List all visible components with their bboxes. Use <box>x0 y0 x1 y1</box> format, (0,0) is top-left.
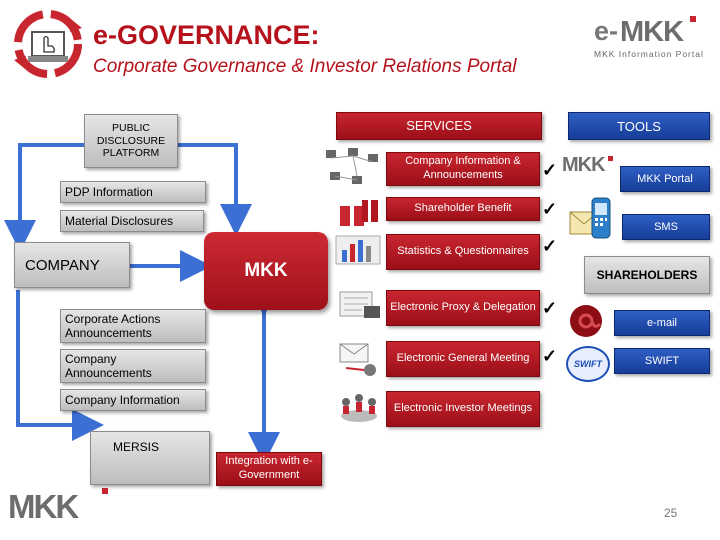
mkk-portal-box: MKK Portal <box>620 166 710 192</box>
brand-dot <box>690 16 696 22</box>
company-label: COMPANY <box>25 256 100 274</box>
service-label: Electronic Proxy & Delegation <box>390 301 536 314</box>
network-people-icon <box>326 148 378 184</box>
service-label: Shareholder Benefit <box>414 202 512 215</box>
email-at-icon <box>570 305 602 337</box>
mkk-hub-label: MKK <box>244 260 288 281</box>
mkk-portal-logo-dot <box>608 156 613 161</box>
corporate-actions-box: Corporate Actions Announcements <box>60 309 206 343</box>
service-label: Electronic General Meeting <box>396 352 530 365</box>
check-icon: ✓ <box>542 236 558 256</box>
check-icon: ✓ <box>542 199 558 219</box>
services-header-label: SERVICES <box>406 117 472 133</box>
mkk-portal-label: MKK Portal <box>637 173 693 185</box>
corporate-actions-label: Corporate Actions Announcements <box>65 311 161 340</box>
service-statistics: Statistics & Questionnaires <box>386 234 540 270</box>
service-label: Company Information & Announcements <box>405 155 521 181</box>
material-disclosures-label: Material Disclosures <box>65 214 174 228</box>
service-shareholder-benefit: Shareholder Benefit <box>386 197 540 221</box>
service-electronic-proxy: Electronic Proxy & Delegation <box>386 290 540 326</box>
page-number: 25 <box>664 506 678 520</box>
mobile-phone-icon <box>569 197 611 239</box>
company-announcements-label: Company Announcements <box>65 351 152 380</box>
delegation-document-icon <box>339 291 380 318</box>
tools-header-label: TOOLS <box>617 118 661 134</box>
company-information-label: Company Information <box>65 393 180 407</box>
email-box: e-mail <box>614 310 710 336</box>
gift-icon <box>340 200 378 226</box>
check-icon: ✓ <box>542 160 558 180</box>
check-icon: ✓ <box>542 346 558 366</box>
service-electronic-investor-meetings: Electronic Investor Meetings <box>386 391 540 427</box>
sms-label: SMS <box>654 221 678 233</box>
service-label: Statistics & Questionnaires <box>397 245 529 258</box>
sms-box: SMS <box>622 214 710 240</box>
swift-label: SWIFT <box>644 355 680 367</box>
service-company-info: Company Information & Announcements <box>386 152 540 186</box>
swift-logo-text: SWIFT <box>574 359 602 369</box>
page-subtitle: Corporate Governance & Investor Relation… <box>93 56 517 77</box>
tools-header: TOOLS <box>568 112 710 140</box>
pdp-information-box: PDP Information <box>60 181 206 203</box>
footer-logo-text: MKK <box>8 488 79 525</box>
material-disclosures-box: Material Disclosures <box>60 210 204 232</box>
shareholders-box: SHAREHOLDERS <box>584 256 710 294</box>
page-title: e-GOVERNANCE: <box>93 20 320 50</box>
statistics-chart-icon <box>335 235 381 265</box>
footer-logo-dot <box>102 488 108 494</box>
company-box: COMPANY <box>14 242 130 288</box>
governance-logo-icon <box>14 10 82 78</box>
company-information-box: Company Information <box>60 389 206 411</box>
brand-name: MKK <box>620 16 684 48</box>
meeting-people-icon <box>341 394 377 422</box>
email-label: e-mail <box>647 317 677 329</box>
email-envelope-icon <box>339 343 376 376</box>
public-disclosure-label: PUBLIC DISCLOSURE PLATFORM <box>96 122 166 160</box>
shareholders-label: SHAREHOLDERS <box>596 268 698 282</box>
pdp-information-label: PDP Information <box>65 185 153 199</box>
footer-logo: MKK <box>8 488 112 538</box>
swift-box: SWIFT <box>614 348 710 374</box>
mersis-label: MERSIS <box>113 440 160 454</box>
brand-prefix: e- <box>594 16 619 46</box>
swift-logo-icon: SWIFT <box>566 346 610 382</box>
mkk-hub: MKK <box>204 232 328 310</box>
company-announcements-box: Company Announcements <box>60 349 206 383</box>
service-electronic-general-meeting: Electronic General Meeting <box>386 341 540 377</box>
public-disclosure-platform: PUBLIC DISCLOSURE PLATFORM <box>84 114 178 168</box>
mkk-portal-logo: MKK <box>562 154 614 188</box>
brand-logo: e- MKK MKK Information Portal <box>594 16 704 62</box>
mersis-box: MERSIS <box>90 431 210 485</box>
mkk-portal-logo-text: MKK <box>562 154 606 176</box>
services-header: SERVICES <box>336 112 542 140</box>
integration-box: Integration with e-Government <box>216 452 322 486</box>
check-icon: ✓ <box>542 298 558 318</box>
integration-label: Integration with e-Government <box>225 455 313 481</box>
brand-tagline: MKK Information Portal <box>594 49 704 59</box>
service-label: Electronic Investor Meetings <box>393 402 533 415</box>
